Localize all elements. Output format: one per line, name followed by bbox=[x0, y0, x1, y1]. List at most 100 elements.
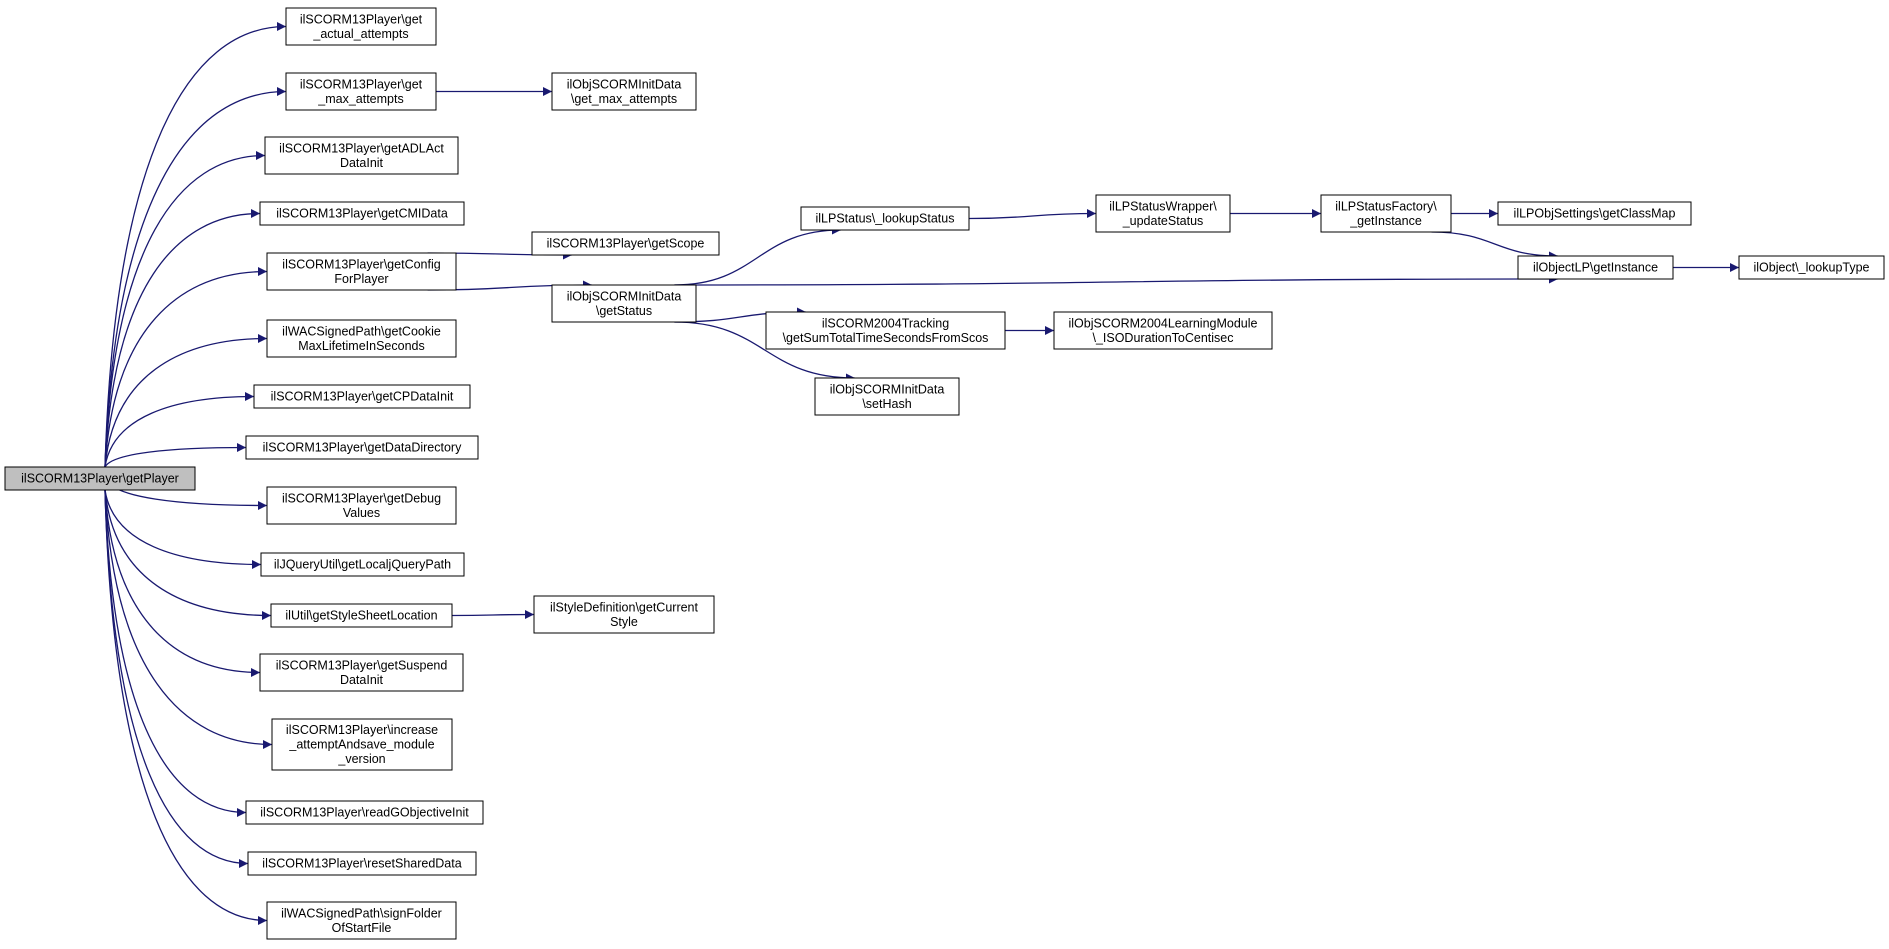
node-label: ilSCORM13Player\getCPDataInit bbox=[271, 390, 454, 404]
graph-node[interactable]: ilSCORM13Player\get_actual_attempts bbox=[285, 7, 437, 46]
node-label: ilSCORM13Player\getPlayer bbox=[21, 472, 179, 486]
edge-root-to-n1 bbox=[104, 22, 287, 468]
node-box bbox=[285, 72, 437, 111]
node-label: ilStyleDefinition\getCurrent bbox=[550, 600, 699, 614]
node-label: _version bbox=[337, 752, 385, 766]
node-box bbox=[814, 377, 960, 416]
edge-n8-to-n17 bbox=[674, 321, 856, 383]
nodes-layer: ilSCORM13Player\getPlayer ilSCORM13Player… bbox=[4, 7, 1885, 940]
graph-node[interactable]: ilSCORM13Player\getScope bbox=[531, 231, 720, 256]
node-box bbox=[285, 7, 437, 46]
edge-root-to-n18 bbox=[104, 334, 268, 468]
graph-node[interactable]: ilSCORM13Player\resetSharedData bbox=[247, 851, 477, 876]
node-label: ilWACSignedPath\signFolder bbox=[281, 906, 442, 920]
node-label: _attemptAndsave_module bbox=[288, 738, 434, 752]
node-label: ilSCORM13Player\increase bbox=[286, 723, 438, 737]
node-label: \get_max_attempts bbox=[571, 92, 677, 106]
node-box bbox=[551, 284, 697, 323]
edge-root-to-n4 bbox=[104, 151, 266, 468]
node-label: ilSCORM13Player\getADLAct bbox=[279, 141, 444, 155]
graph-node[interactable]: ilLPObjSettings\getClassMap bbox=[1497, 201, 1692, 226]
edge-root-to-n25 bbox=[104, 489, 261, 677]
graph-node[interactable]: ilObjSCORM2004LearningModule\_ISODuratio… bbox=[1053, 311, 1273, 350]
node-label: ilUtil\getStyleSheetLocation bbox=[285, 609, 437, 623]
graph-node[interactable]: ilSCORM13Player\getCMIData bbox=[259, 201, 465, 226]
node-label: ilObjSCORM2004LearningModule bbox=[1069, 316, 1258, 330]
node-box bbox=[271, 718, 453, 771]
node-box bbox=[259, 201, 465, 226]
node-label: \setHash bbox=[862, 397, 911, 411]
node-label: ilObjSCORMInitData bbox=[830, 382, 945, 396]
graph-node[interactable]: ilLPStatus\_lookupStatus bbox=[800, 206, 970, 231]
node-label: _actual_attempts bbox=[312, 27, 408, 41]
node-label: ilSCORM2004Tracking bbox=[822, 316, 949, 330]
node-box bbox=[270, 603, 453, 628]
node-box bbox=[531, 231, 720, 256]
node-box bbox=[266, 486, 457, 525]
graph-node[interactable]: ilSCORM13Player\get_max_attempts bbox=[285, 72, 437, 111]
graph-node[interactable]: ilSCORM13Player\increase_attemptAndsave_… bbox=[271, 718, 453, 771]
graph-node[interactable]: ilObject\_lookupType bbox=[1738, 255, 1885, 280]
node-box bbox=[260, 552, 465, 577]
node-box bbox=[266, 252, 457, 291]
node-label: ilSCORM13Player\getCMIData bbox=[276, 207, 448, 221]
graph-node[interactable]: ilSCORM2004Tracking\getSumTotalTimeSecon… bbox=[765, 311, 1006, 350]
edge-n23-to-n24 bbox=[451, 610, 535, 620]
node-box bbox=[264, 136, 459, 175]
node-box bbox=[247, 851, 477, 876]
node-label: ilObjSCORMInitData bbox=[567, 289, 682, 303]
node-label: ilLPStatus\_lookupStatus bbox=[816, 212, 955, 226]
edge-root-to-n23 bbox=[104, 489, 272, 620]
node-label: ilSCORM13Player\getDataDirectory bbox=[263, 441, 462, 455]
node-label: ilSCORM13Player\resetSharedData bbox=[262, 857, 461, 871]
graph-node[interactable]: ilLPStatusWrapper\_updateStatus bbox=[1095, 194, 1231, 233]
graph-node[interactable]: ilWACSignedPath\getCookieMaxLifetimeInSe… bbox=[266, 319, 457, 358]
node-label: ilJQueryUtil\getLocaljQueryPath bbox=[274, 558, 451, 572]
graph-node[interactable]: ilObjSCORMInitData\getStatus bbox=[551, 284, 697, 323]
graph-node[interactable]: ilObjSCORMInitData\setHash bbox=[814, 377, 960, 416]
graph-node[interactable]: ilSCORM13Player\getDataDirectory bbox=[245, 435, 479, 460]
node-label: ForPlayer bbox=[334, 272, 388, 286]
node-label: ilLPObjSettings\getClassMap bbox=[1514, 207, 1676, 221]
node-label: _updateStatus bbox=[1122, 214, 1204, 228]
edges-layer bbox=[104, 22, 1739, 925]
node-box bbox=[1497, 201, 1692, 226]
node-label: OfStartFile bbox=[332, 921, 392, 935]
node-box bbox=[245, 435, 479, 460]
node-box bbox=[1095, 194, 1231, 233]
edge-n8-to-n13 bbox=[674, 274, 1559, 286]
graph-node[interactable]: ilJQueryUtil\getLocaljQueryPath bbox=[260, 552, 465, 577]
edge-root-to-n2 bbox=[104, 87, 287, 468]
graph-node[interactable]: ilObjSCORMInitData\get_max_attempts bbox=[551, 72, 697, 111]
graph-node[interactable]: ilLPStatusFactory\_getInstance bbox=[1320, 194, 1452, 233]
node-label: ilSCORM13Player\getScope bbox=[547, 237, 705, 251]
graph-node[interactable]: ilSCORM13Player\readGObjectiveInit bbox=[245, 800, 484, 825]
node-box bbox=[533, 595, 715, 634]
edge-n8-to-n9 bbox=[674, 225, 842, 286]
node-label: DataInit bbox=[340, 156, 384, 170]
edge-root-to-n6 bbox=[104, 267, 268, 468]
graph-node[interactable]: ilObjectLP\getInstance bbox=[1517, 255, 1674, 280]
node-label: ilSCORM13Player\getDebug bbox=[282, 491, 441, 505]
node-label: ilWACSignedPath\getCookie bbox=[282, 324, 441, 338]
node-label: ilSCORM13Player\get bbox=[300, 12, 423, 26]
edge-root-to-n19 bbox=[104, 392, 255, 468]
node-label: ilObjectLP\getInstance bbox=[1533, 261, 1658, 275]
edge-root-to-n22 bbox=[104, 489, 262, 569]
graph-node[interactable]: ilUtil\getStyleSheetLocation bbox=[270, 603, 453, 628]
node-label: \getSumTotalTimeSecondsFromScos bbox=[783, 331, 989, 345]
graph-node[interactable]: ilSCORM13Player\getCPDataInit bbox=[253, 384, 471, 409]
node-label: ilObjSCORMInitData bbox=[567, 77, 682, 91]
node-box bbox=[253, 384, 471, 409]
root-node[interactable]: ilSCORM13Player\getPlayer bbox=[4, 466, 196, 491]
node-label: \getStatus bbox=[596, 304, 652, 318]
node-box bbox=[1053, 311, 1273, 350]
node-box bbox=[800, 206, 970, 231]
